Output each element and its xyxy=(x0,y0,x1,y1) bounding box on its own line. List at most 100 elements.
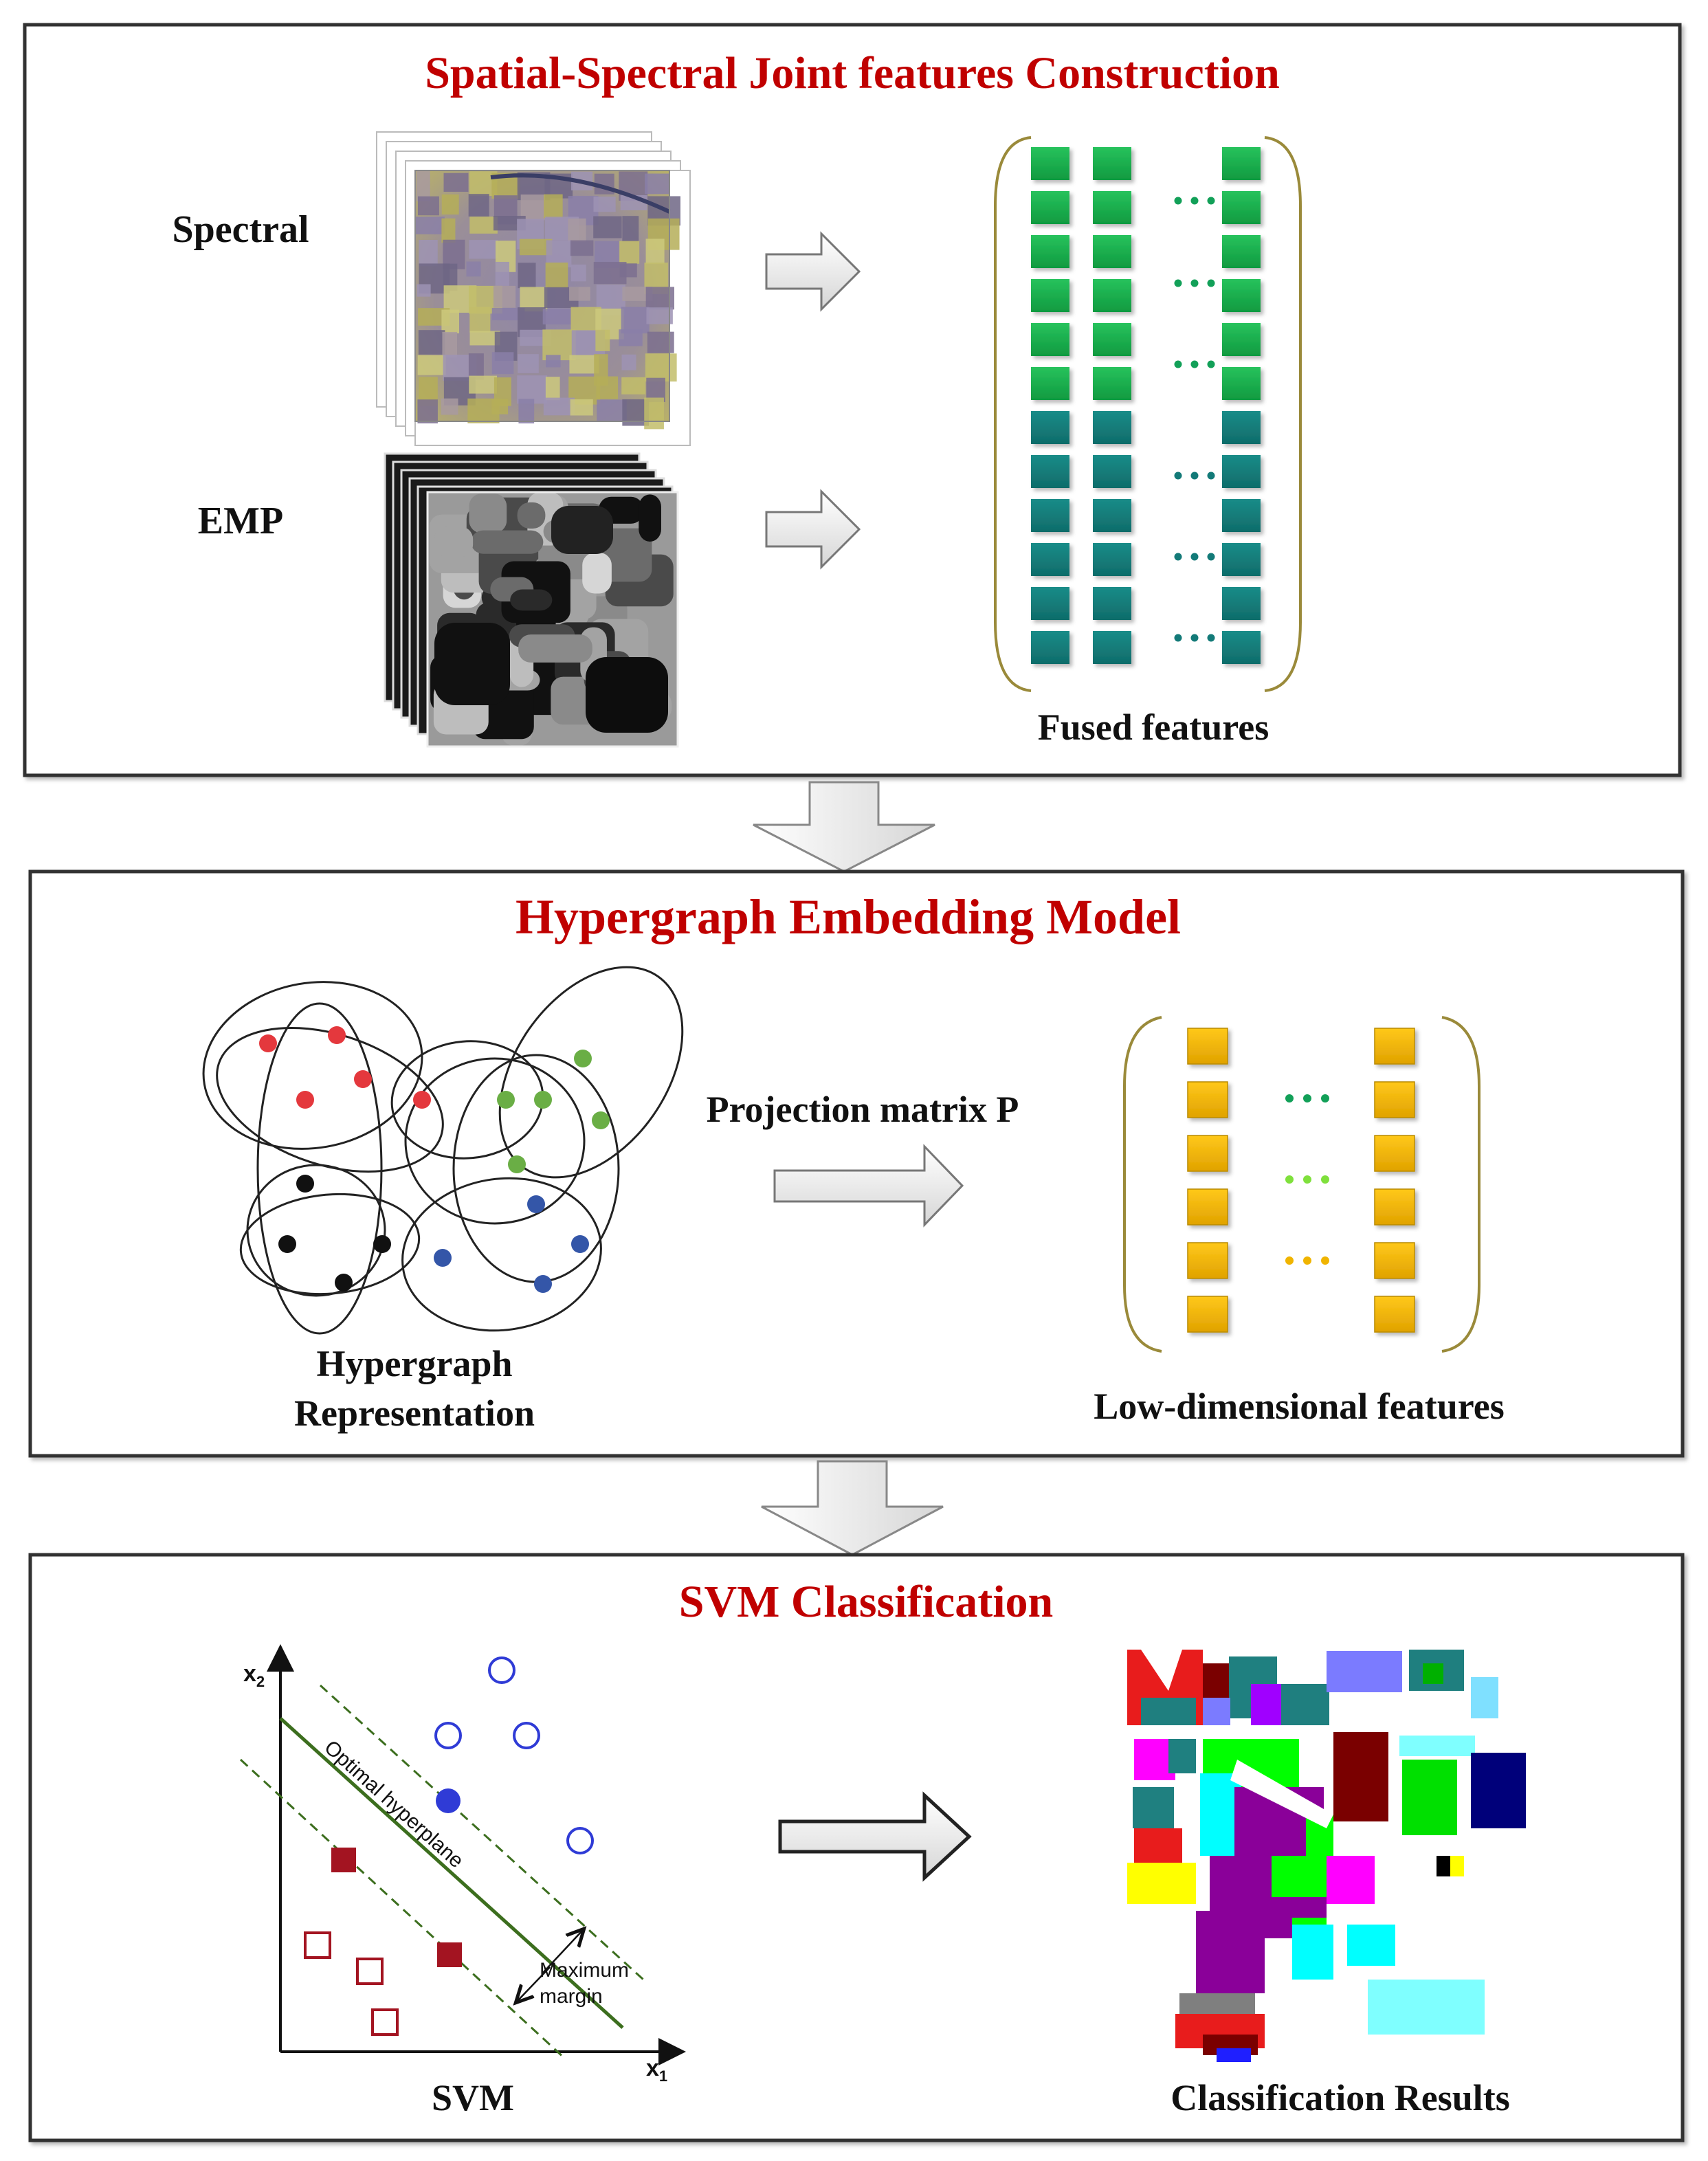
spectral-field-patch xyxy=(645,173,669,195)
fused-feature-block xyxy=(1031,455,1069,488)
hypergraph-node xyxy=(574,1050,592,1067)
spectral-field-patch xyxy=(443,263,458,291)
svm-point-class1 xyxy=(566,1827,594,1854)
spectral-field-patch xyxy=(595,329,610,351)
fused-ellipsis-dot xyxy=(1174,634,1182,642)
hypergraph-nodes xyxy=(259,1026,610,1293)
spectral-field-patch xyxy=(619,329,643,346)
spectral-field-patch xyxy=(491,399,509,414)
class-map-region xyxy=(1402,1760,1457,1835)
hypergraph-node xyxy=(508,1155,526,1173)
low-ellipsis-dot xyxy=(1321,1094,1329,1102)
spectral-field-patch xyxy=(570,399,593,416)
panel2-frame xyxy=(28,869,1685,1458)
spectral-field-patch xyxy=(469,331,500,346)
fused-feature-block xyxy=(1031,279,1069,312)
low-bracket-left xyxy=(1123,1016,1162,1353)
emp-dark-region xyxy=(551,506,613,554)
spectral-field-patch xyxy=(518,354,539,373)
low-feature-block xyxy=(1374,1081,1415,1118)
fused-ellipsis-dot xyxy=(1174,472,1182,480)
low-ellipsis-dot xyxy=(1285,1175,1294,1184)
class-map-region xyxy=(1133,1787,1174,1828)
fused-feature-block xyxy=(1093,499,1131,532)
hyperedge xyxy=(202,981,423,1150)
spectral-field-patch xyxy=(417,284,431,297)
spectral-field-patch xyxy=(543,397,575,416)
spectral-field-patch xyxy=(441,309,460,333)
spectral-field-patch xyxy=(495,261,509,286)
spectral-field-patch xyxy=(415,217,445,234)
label-spectral: Spectral xyxy=(172,208,309,251)
svm-margin-upper xyxy=(319,1684,645,1981)
low-feature-block xyxy=(1374,1242,1415,1279)
fused-feature-block xyxy=(1093,411,1131,444)
fused-ellipsis-dot xyxy=(1207,360,1215,368)
class-map-region xyxy=(1347,1925,1395,1966)
arrow-down-2 xyxy=(761,1460,944,1556)
low-feature-block xyxy=(1374,1188,1415,1226)
spectral-field-patch xyxy=(417,399,438,423)
fused-feature-block xyxy=(1031,543,1069,576)
fused-feature-block xyxy=(1222,279,1261,312)
low-ellipsis-dot xyxy=(1303,1256,1311,1265)
spectral-field-patch xyxy=(568,218,586,242)
spectral-field-patch xyxy=(644,397,664,430)
caption-classification-results: Classification Results xyxy=(1171,2077,1510,2118)
arrow-classification xyxy=(778,1791,972,1882)
low-ellipsis-dot xyxy=(1321,1175,1329,1184)
spectral-field-patch xyxy=(493,285,516,308)
spectral-field-patch xyxy=(622,216,639,242)
classification-map xyxy=(1127,1650,1526,2062)
spectral-field-patch xyxy=(441,194,459,215)
spectral-field-patch xyxy=(443,173,469,192)
fused-feature-block xyxy=(1093,455,1131,488)
low-feature-block xyxy=(1374,1296,1415,1333)
panel-svm-classification: SVM Classification x2 x1 Optimal hyperpl… xyxy=(28,1553,1685,2142)
svm-point-class2 xyxy=(371,2008,399,2036)
fused-feature-block xyxy=(1031,587,1069,620)
fused-feature-block xyxy=(1031,411,1069,444)
svm-point-class2 xyxy=(304,1931,331,1959)
hypergraph-node xyxy=(259,1034,277,1052)
spectral-field-patch xyxy=(519,239,553,256)
spectral-field-patch xyxy=(491,352,514,375)
class-map-region xyxy=(1450,1856,1464,1876)
fused-feature-block xyxy=(1093,367,1131,400)
hypergraph-node xyxy=(296,1091,314,1109)
fused-bracket-right xyxy=(1264,136,1302,692)
emp-band-border xyxy=(426,491,679,748)
low-feature-block xyxy=(1187,1296,1228,1333)
hyperedge xyxy=(401,1177,602,1332)
svm-support-vector-class1 xyxy=(436,1788,461,1813)
panel-hypergraph-embedding: Hypergraph Embedding Model Projection ma… xyxy=(28,869,1685,1458)
spectral-field-patch xyxy=(619,263,637,278)
hypergraph-node xyxy=(497,1091,515,1109)
hyperedge xyxy=(216,1026,444,1173)
svm-margin-arrow-down xyxy=(517,1966,551,2002)
spectral-field-patch xyxy=(645,239,665,264)
svm-margin-label-1: Maximum xyxy=(540,1959,629,1982)
class-map-region xyxy=(1437,1856,1450,1876)
emp-image-stack xyxy=(384,452,679,748)
hyperedge xyxy=(404,1057,586,1225)
caption-low-dimensional: Low-dimensional features xyxy=(1094,1386,1505,1427)
emp-region xyxy=(517,502,546,529)
spectral-field-patch xyxy=(468,194,489,217)
fused-ellipsis-dot xyxy=(1174,360,1182,368)
fused-ellipsis-dot xyxy=(1207,553,1215,561)
caption-fused-features: Fused features xyxy=(1038,707,1269,748)
spectral-field-patch xyxy=(622,287,653,301)
fused-feature-block xyxy=(1222,191,1261,224)
hypergraph-node xyxy=(354,1070,372,1088)
emp-region xyxy=(469,494,507,533)
fused-ellipsis-dot xyxy=(1207,279,1215,287)
spectral-field-patch xyxy=(570,264,586,282)
class-map-region xyxy=(1141,1698,1196,1725)
hyperedge xyxy=(239,1193,421,1296)
spectral-field-patch xyxy=(593,196,616,212)
panel1-frame xyxy=(23,23,1682,777)
fused-feature-block xyxy=(1222,147,1261,180)
